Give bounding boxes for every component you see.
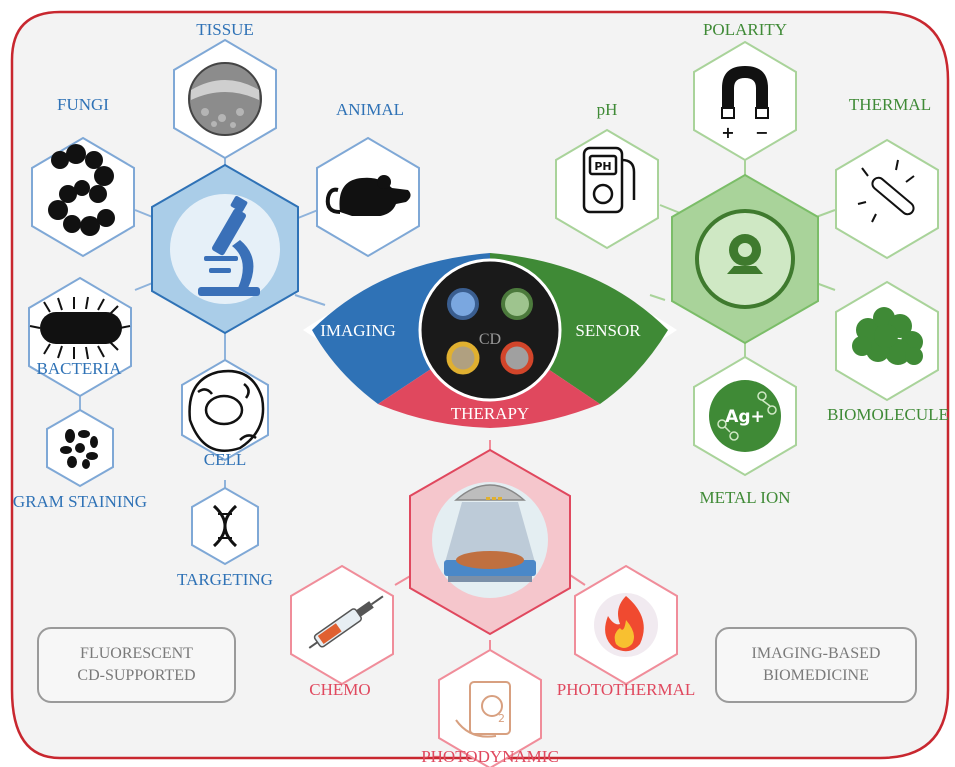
syringe-icon bbox=[308, 595, 384, 649]
label-animal: ANIMAL bbox=[336, 100, 404, 119]
svg-text:−: − bbox=[755, 123, 768, 142]
cell-icon bbox=[188, 369, 265, 453]
box-right-line2: BIOMEDICINE bbox=[763, 667, 869, 684]
cd-dot-red bbox=[500, 341, 534, 375]
phototherapy-lamp-icon bbox=[444, 484, 536, 582]
label-photodynamic: PHOTODYNAMIC bbox=[421, 747, 559, 766]
box-right-line1: IMAGING-BASED bbox=[751, 645, 881, 662]
label-imaging: IMAGING bbox=[320, 321, 396, 340]
label-biomolecule: BIOMOLECULE bbox=[827, 405, 949, 424]
label-tissue: TISSUE bbox=[196, 20, 254, 39]
dna-icon bbox=[212, 504, 238, 548]
flame-icon bbox=[594, 593, 658, 657]
label-ph: pH bbox=[596, 100, 618, 119]
label-targeting: TARGETING bbox=[177, 570, 273, 589]
label-bacteria: BACTERIA bbox=[36, 359, 122, 378]
label-photothermal: PHOTOTHERMAL bbox=[556, 680, 696, 699]
microscope-icon bbox=[198, 196, 260, 296]
bacteria-icon bbox=[29, 296, 131, 360]
biomolecule-icon bbox=[852, 307, 923, 365]
cd-dot-yellow bbox=[446, 341, 480, 375]
svg-text:+: + bbox=[721, 123, 734, 142]
box-left-line2: CD-SUPPORTED bbox=[77, 667, 196, 684]
cd-dot-green bbox=[501, 288, 533, 320]
label-therapy: THERAPY bbox=[450, 404, 530, 423]
label-cell: CELL bbox=[203, 450, 247, 469]
label-polarity: POLARITY bbox=[702, 20, 788, 39]
tissue-icon bbox=[188, 62, 262, 136]
label-gram-staining: GRAM STAINING bbox=[12, 492, 148, 511]
webcam-icon bbox=[727, 234, 763, 274]
ag-symbol: Ag+ bbox=[725, 407, 765, 427]
cd-dot-blue bbox=[447, 288, 479, 320]
label-sensor: SENSOR bbox=[575, 321, 641, 340]
thermometer-icon bbox=[857, 159, 915, 223]
box-left-line1: FLUORESCENT bbox=[80, 645, 193, 662]
fluorescent-box: FLUORESCENT CD-SUPPORTED bbox=[37, 627, 236, 703]
biomedicine-box: IMAGING-BASED BIOMEDICINE bbox=[715, 627, 917, 703]
label-cd: CD bbox=[478, 331, 502, 348]
label-thermal: THERMAL bbox=[848, 95, 932, 114]
label-metal-ion: METAL ION bbox=[699, 488, 791, 507]
oxygen-icon bbox=[455, 681, 511, 738]
ph-hex bbox=[555, 128, 659, 250]
mouse-icon bbox=[325, 175, 411, 216]
metal-ion-icon bbox=[709, 380, 781, 452]
label-fungi: FUNGI bbox=[57, 95, 109, 114]
gram-staining-icon bbox=[60, 429, 98, 469]
ph-meter-icon bbox=[582, 146, 636, 214]
photodynamic-hex bbox=[438, 648, 542, 767]
center-lens bbox=[303, 253, 677, 428]
label-chemo: CHEMO bbox=[309, 680, 371, 699]
oxygen-subscript: 2 bbox=[498, 712, 505, 725]
polarity-hex bbox=[693, 40, 797, 162]
fungi-icon bbox=[48, 144, 115, 236]
magnet-icon: + − bbox=[721, 66, 769, 142]
ph-meter-text: PH bbox=[594, 160, 611, 173]
